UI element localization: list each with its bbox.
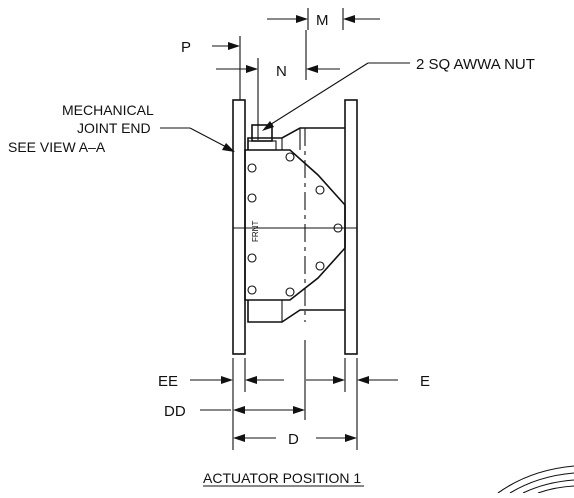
dimension-d: D bbox=[233, 431, 357, 448]
label-p: P bbox=[181, 39, 191, 56]
label-nut: 2 SQ AWWA NUT bbox=[416, 56, 535, 73]
nut-base bbox=[247, 140, 277, 151]
lower-neck bbox=[247, 300, 345, 323]
body-outline bbox=[244, 149, 346, 301]
dimension-ee: EE bbox=[158, 358, 284, 450]
partial-detail-arcs bbox=[497, 465, 574, 494]
label-ee: EE bbox=[158, 373, 178, 390]
label-m: M bbox=[316, 12, 329, 29]
nut-callout: 2 SQ AWWA NUT bbox=[262, 56, 535, 131]
mechanical-joint-callout: MECHANICAL JOINT END SEE VIEW A–A bbox=[8, 102, 235, 155]
label-see-view: SEE VIEW A–A bbox=[8, 139, 106, 155]
dimension-dd: DD bbox=[164, 340, 306, 420]
body-mark-frnt: FRNT bbox=[251, 221, 260, 242]
label-dd: DD bbox=[164, 403, 186, 420]
right-flange bbox=[344, 99, 358, 355]
caption: ACTUATOR POSITION 1 bbox=[203, 470, 361, 486]
label-mechanical: MECHANICAL bbox=[62, 102, 154, 118]
caption-group: ACTUATOR POSITION 1 bbox=[203, 470, 364, 487]
dimension-n: N bbox=[216, 30, 340, 140]
dimension-m: M bbox=[267, 8, 380, 30]
valve-body: FRNT bbox=[232, 99, 358, 355]
dimension-p: P bbox=[181, 36, 241, 100]
left-flange bbox=[232, 99, 246, 355]
upper-neck bbox=[247, 127, 345, 150]
label-d: D bbox=[288, 431, 299, 448]
label-joint-end: JOINT END bbox=[77, 120, 151, 136]
dimension-e: E bbox=[306, 358, 430, 450]
bolts bbox=[247, 152, 343, 297]
label-e: E bbox=[420, 373, 430, 390]
label-n: N bbox=[276, 63, 287, 80]
